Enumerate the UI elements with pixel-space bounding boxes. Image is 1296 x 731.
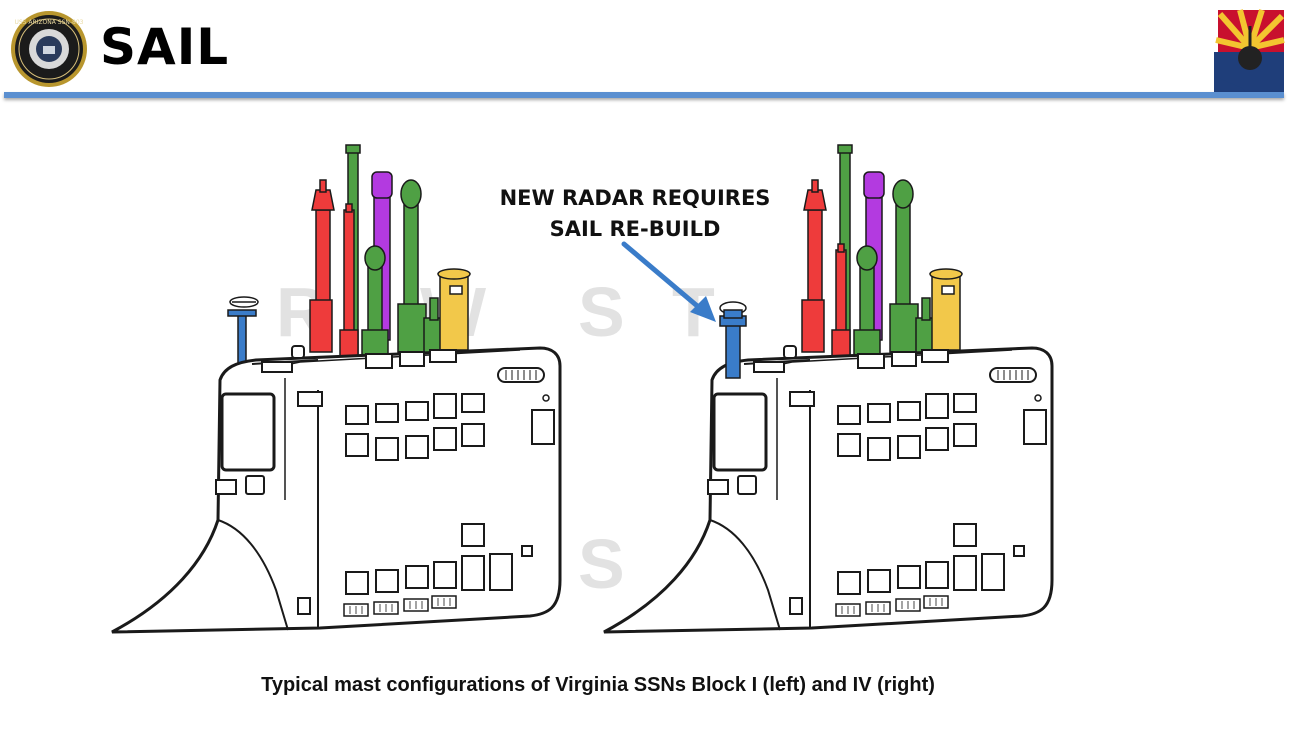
ship-seal-icon: USS ARIZONA SSN-803 [11, 11, 87, 87]
watermark-letter: S [578, 525, 625, 603]
radar-mast-block-iv [719, 301, 747, 379]
figure-caption: Typical mast configurations of Virginia … [261, 674, 935, 696]
radar-mast-block-i [227, 296, 259, 369]
page-title: SAIL [100, 18, 230, 76]
annotation-arrow [621, 241, 716, 322]
arizona-flag-icon [1214, 9, 1285, 94]
mast-group-right [801, 144, 963, 361]
radar-annotation: NEW RADAR REQUIRES SAIL RE-BUILD [490, 183, 780, 245]
sail-block-iv [602, 144, 1054, 634]
annotation-line-1: NEW RADAR REQUIRES [499, 186, 771, 210]
sail-block-i [110, 144, 562, 634]
sail-diagram: R W S T R W S I R N [110, 144, 1054, 634]
watermark-letter: S [578, 273, 625, 351]
logo-text: USS ARIZONA SSN-803 [14, 19, 83, 26]
header: USS ARIZONA SSN-803 SAIL [0, 0, 1296, 104]
header-divider [4, 92, 1284, 98]
mast-group-left [309, 144, 471, 361]
annotation-line-2: SAIL RE-BUILD [549, 217, 721, 241]
